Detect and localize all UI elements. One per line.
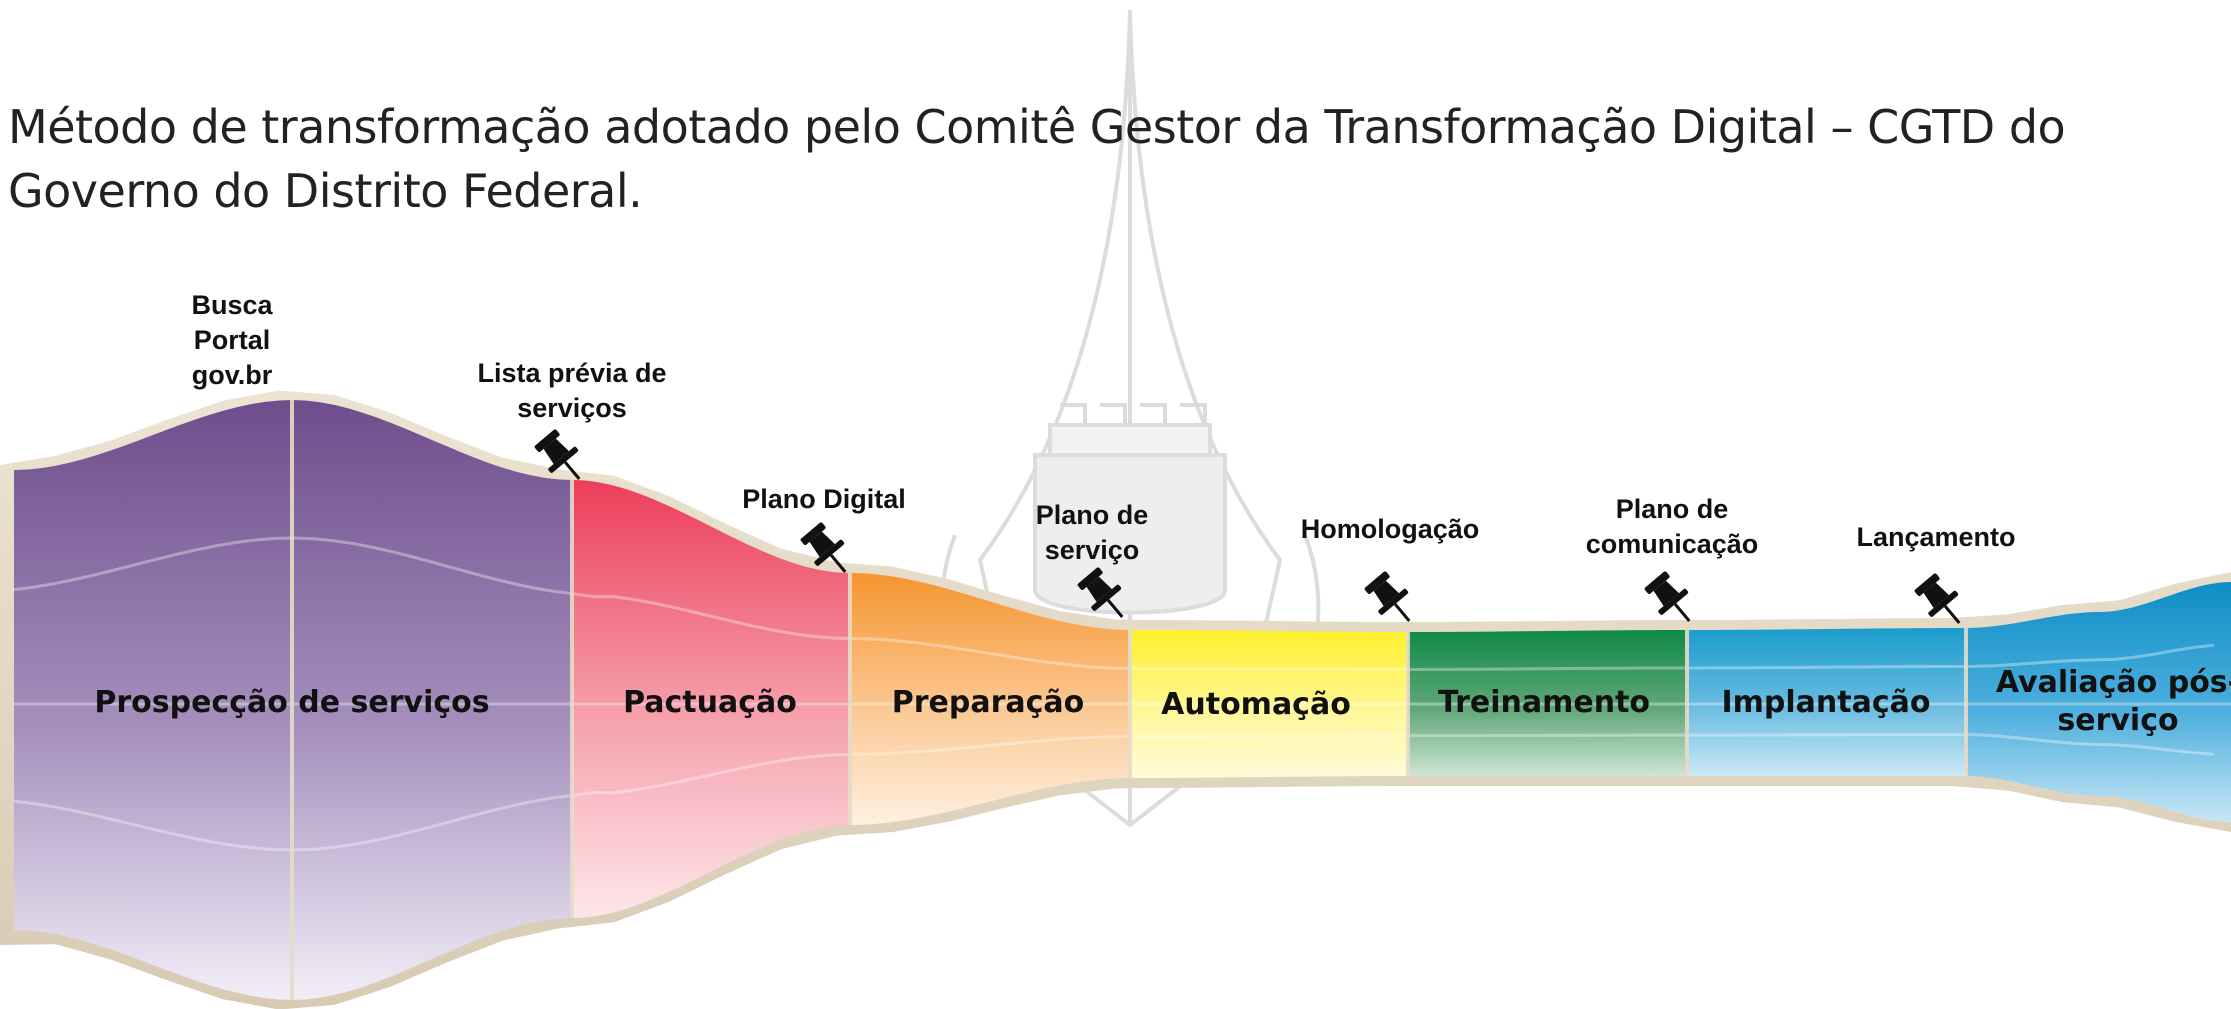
pushpin-icon bbox=[1364, 571, 1411, 622]
flow-line bbox=[13, 733, 2215, 852]
intro-text: Método de transformação adotado pelo Com… bbox=[8, 100, 2066, 218]
funnel-band: Prospecção de serviços Pactuação Preparaçã… bbox=[0, 390, 2231, 1009]
stage-pactuacao-band bbox=[572, 480, 850, 918]
milestone-label-lancamento: Lançamento bbox=[1856, 522, 2015, 552]
pushpin-icon bbox=[800, 522, 847, 573]
stage-automacao-band bbox=[1130, 630, 1408, 778]
stage-treinamento-band bbox=[1408, 630, 1687, 776]
stage-preparacao-band bbox=[850, 573, 1130, 825]
pushpin-icon bbox=[1077, 567, 1124, 618]
stage-label-preparacao: Preparação bbox=[892, 685, 1085, 720]
pushpin-icon bbox=[1914, 573, 1961, 624]
stage-implantacao-band bbox=[1687, 628, 1966, 776]
stage-label-avaliacao-pos-servico: Avaliação pós-serviço bbox=[1996, 665, 2231, 738]
stage-label-treinamento: Treinamento bbox=[1438, 685, 1650, 720]
milestone-label-homologacao: Homologação bbox=[1301, 514, 1480, 544]
stage-label-implantacao: Implantação bbox=[1721, 685, 1930, 720]
pushpin-icon bbox=[534, 429, 581, 480]
stage-label-pactuacao: Pactuação bbox=[623, 685, 797, 720]
flow-line bbox=[13, 536, 2215, 671]
stage-label-automacao: Automação bbox=[1161, 687, 1351, 722]
milestone-label-plano-digital: Plano Digital bbox=[742, 484, 906, 514]
stage-label-prospeccao-de-servicos: Prospecção de serviços bbox=[94, 685, 489, 720]
pushpin-icon bbox=[1644, 571, 1691, 622]
stage-avaliacao-pos-servico-band bbox=[1966, 582, 2231, 822]
